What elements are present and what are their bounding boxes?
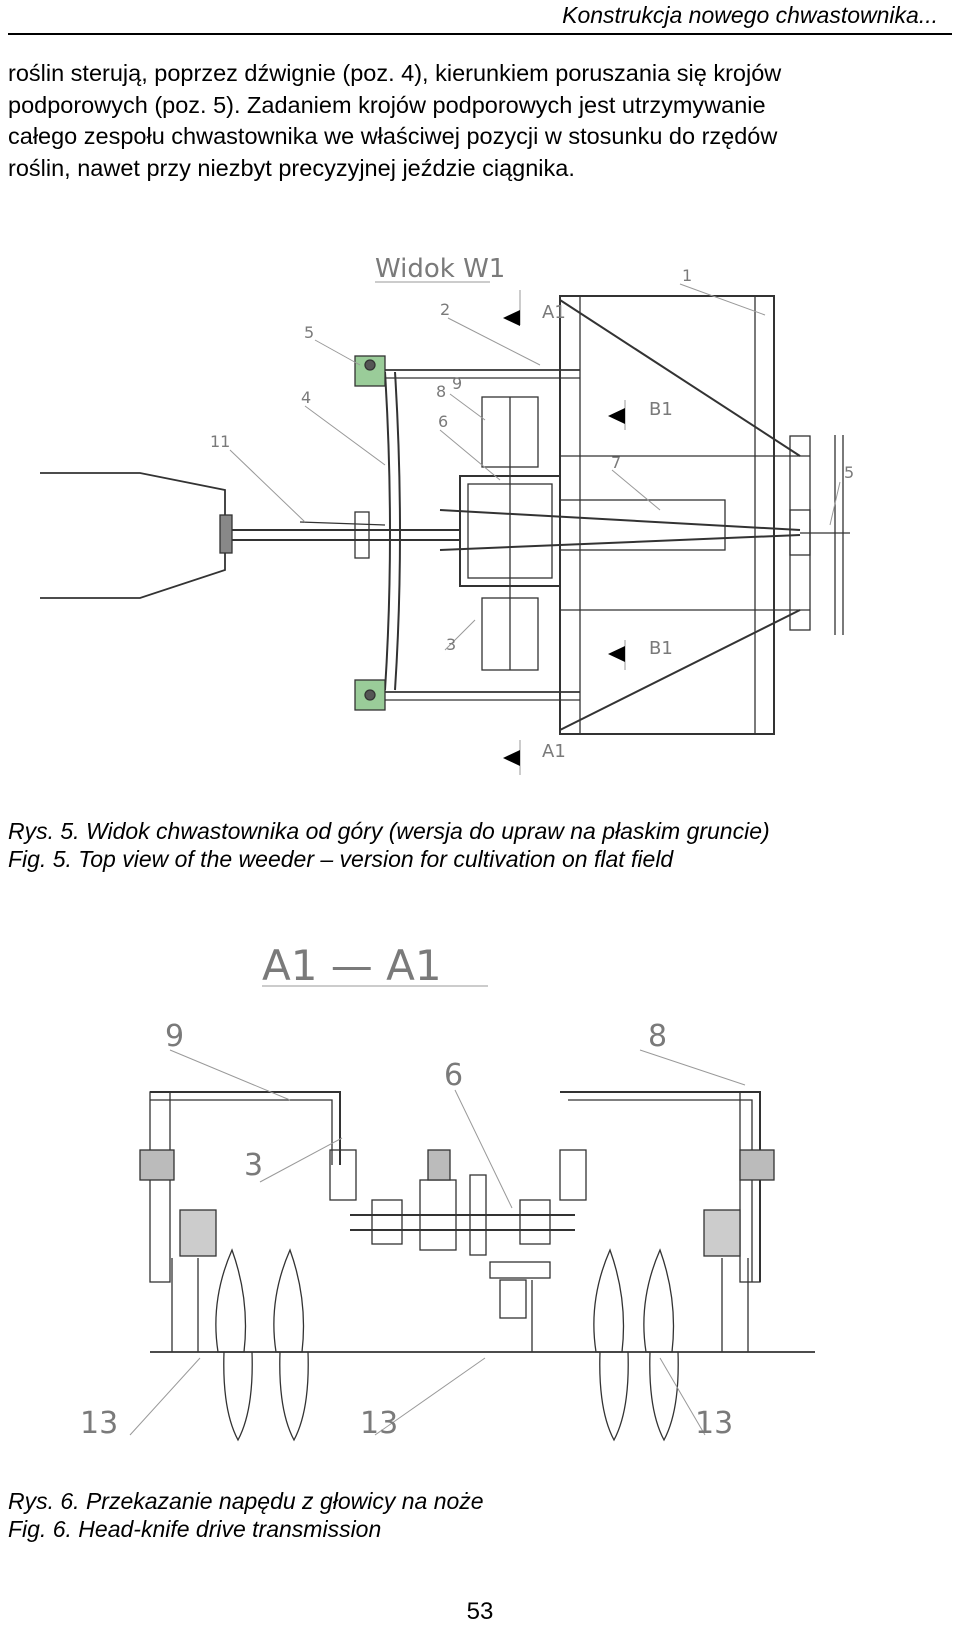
view-w1-label: Widok W1 [375, 254, 505, 284]
figure-5-caption-en: Fig. 5. Top view of the weeder – version… [8, 846, 674, 872]
section-marker-a1-top: A1 [542, 302, 566, 323]
running-header: Konstrukcja nowego chwastownika... [0, 0, 960, 36]
fig5-label-1: 1 [682, 266, 692, 285]
fig5-label-5a: 5 [304, 323, 314, 342]
figure-6-caption-en: Fig. 6. Head-knife drive transmission [8, 1516, 382, 1542]
fig6-label-6: 6 [444, 1058, 463, 1093]
fig6-label-3: 3 [244, 1148, 263, 1183]
fig5-label-7: 7 [611, 453, 621, 472]
figure-6-caption-pl: Rys. 6. Przekazanie napędu z głowicy na … [8, 1488, 484, 1514]
figure-6-section-drawing: A1 — A1 9 8 6 3 13 13 13 [80, 941, 815, 1442]
body-line: roślin sterują, poprzez dźwignie (poz. 4… [8, 60, 782, 86]
fig6-label-9: 9 [165, 1019, 184, 1054]
fig5-label-9: 9 [452, 374, 462, 393]
fig5-label-8: 8 [436, 382, 446, 401]
page-number: 53 [466, 1598, 494, 1625]
body-line: całego zespołu chwastownika we właściwej… [8, 123, 778, 149]
fig5-label-11: 11 [210, 432, 230, 451]
fig5-label-2: 2 [440, 300, 450, 319]
fig6-label-13c: 13 [695, 1406, 733, 1441]
header-rule [8, 33, 952, 35]
section-marker-b1-top: B1 [649, 399, 673, 420]
fig6-label-8: 8 [648, 1019, 667, 1054]
body-line: podporowych (poz. 5). Zadaniem krojów po… [8, 91, 766, 118]
fig6-label-13a: 13 [80, 1406, 118, 1441]
fig5-label-6: 6 [438, 412, 448, 431]
figure-5-caption-pl: Rys. 5. Widok chwastownika od góry (wers… [8, 818, 770, 844]
running-header-title: Konstrukcja nowego chwastownika... [562, 2, 938, 28]
fig5-label-3: 3 [446, 635, 456, 654]
fig6-label-13b: 13 [360, 1406, 398, 1441]
section-a1-a1-label: A1 — A1 [262, 941, 442, 990]
fig5-label-5b: 5 [844, 463, 854, 482]
fig5-label-4: 4 [301, 388, 311, 407]
section-marker-a1-bottom: A1 [542, 741, 566, 762]
section-marker-b1-bottom: B1 [649, 638, 673, 659]
figure-5-top-view-drawing: Widok W1 1 2 3 4 5 5 6 7 8 9 11 A1 A1 B1… [40, 254, 854, 775]
body-paragraph: roślin sterują, poprzez dźwignie (poz. 4… [8, 58, 960, 184]
body-line: roślin, nawet przy niezbyt precyzyjnej j… [8, 154, 575, 181]
